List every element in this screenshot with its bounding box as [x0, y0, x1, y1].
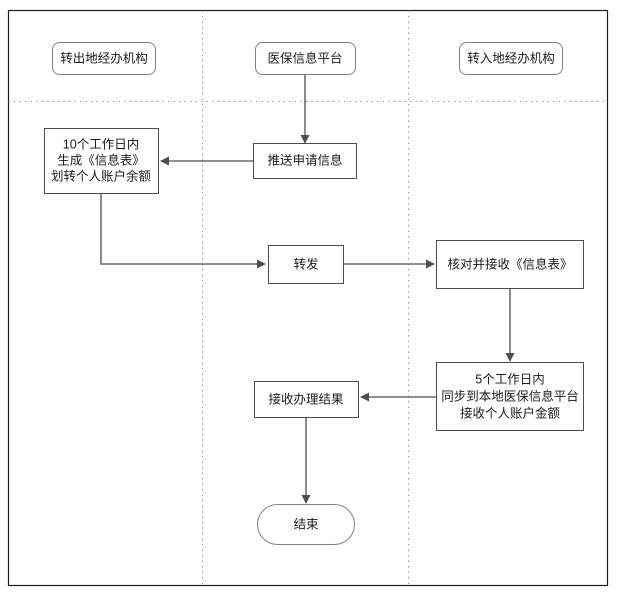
- node-receive-result-shape: [254, 381, 359, 418]
- node-receive-result[interactable]: 接收办理结果: [254, 381, 359, 418]
- node-generate[interactable]: 10个工作日内 生成《信息表》 划转个人账户余额: [44, 128, 159, 194]
- node-forward[interactable]: 转发: [268, 245, 344, 284]
- node-push-label: 推送申请信息: [267, 152, 342, 167]
- lane-header-shape: [459, 42, 563, 75]
- node-verify-receive-shape: [436, 240, 584, 289]
- node-generate-shape: [44, 128, 159, 194]
- lane-header-lane-platform[interactable]: 医保信息平台: [255, 42, 356, 75]
- node-verify-receive-label: 核对并接收《信息表》: [447, 256, 572, 271]
- node-sync-line-3: 接收个人账户金额: [460, 405, 561, 420]
- connector-generate-to-forward: [100, 193, 266, 269]
- node-push-shape: [253, 143, 357, 179]
- diagram-outer-frame: [7, 9, 609, 587]
- node-sync-line-1: 5个工作日内: [475, 372, 544, 386]
- node-forward-shape: [268, 245, 344, 284]
- node-end-shape: [257, 504, 355, 545]
- lane-header-label: 医保信息平台: [267, 50, 342, 65]
- lane-header-shape: [52, 42, 156, 75]
- node-forward-label: 转发: [293, 256, 319, 271]
- lane-header-label: 转出地经办机构: [60, 50, 148, 65]
- node-end[interactable]: 结束: [257, 504, 355, 545]
- node-generate-line-3: 划转个人账户余额: [51, 168, 152, 183]
- node-verify-receive[interactable]: 核对并接收《信息表》: [436, 240, 584, 289]
- node-generate-line-1: 10个工作日内: [63, 137, 139, 151]
- lane-header-lane-out[interactable]: 转出地经办机构: [52, 42, 156, 75]
- node-sync-line-2: 同步到本地医保信息平台: [441, 388, 579, 403]
- lane-header-shape: [255, 42, 356, 75]
- node-sync[interactable]: 5个工作日内 同步到本地医保信息平台 接收个人账户金额: [436, 362, 584, 431]
- node-sync-shape: [436, 362, 584, 431]
- node-receive-result-label: 接收办理结果: [268, 391, 344, 406]
- node-push[interactable]: 推送申请信息: [253, 143, 357, 179]
- lane-header-lane-in[interactable]: 转入地经办机构: [459, 42, 563, 75]
- node-generate-line-2: 生成《信息表》: [57, 152, 145, 167]
- node-end-label: 结束: [293, 517, 319, 531]
- lane-header-label: 转入地经办机构: [467, 50, 555, 65]
